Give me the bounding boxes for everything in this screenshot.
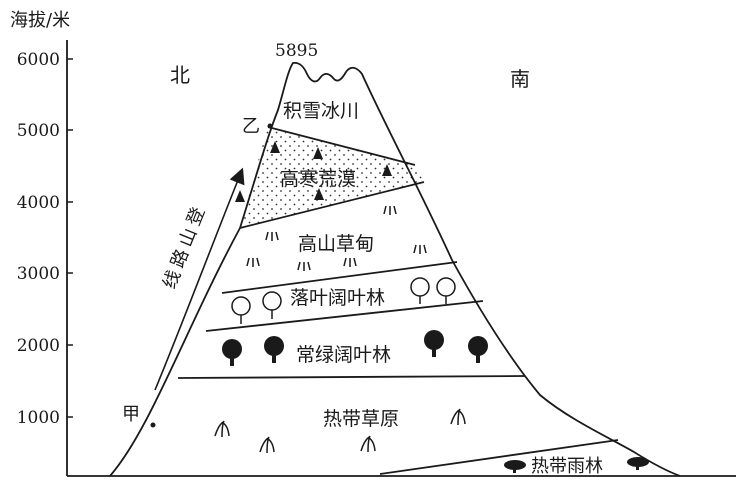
savanna-grass-icons <box>214 408 466 454</box>
zone-label-deciduous-forest: 落叶阔叶林 <box>290 287 385 309</box>
y-axis: 海拔/米 6000 5000 4000 3000 2000 1000 <box>10 10 73 476</box>
zone-label-alpine-meadow: 高山草甸 <box>298 233 374 255</box>
zone-boundaries <box>177 126 619 475</box>
rainforest-tree-icons <box>504 457 649 473</box>
mountain-outline <box>109 61 681 477</box>
zone-label-evergreen-forest: 常绿阔叶林 <box>296 344 391 366</box>
meadow-grass-icons <box>246 205 427 271</box>
y-tick-label: 3000 <box>17 264 60 284</box>
climbing-route-arrow <box>154 167 245 391</box>
svg-text:路: 路 <box>167 246 193 271</box>
deciduous-tree-icons <box>231 277 456 324</box>
y-tick-label: 5000 <box>17 121 60 141</box>
y-tick-label: 2000 <box>17 336 60 356</box>
south-label: 南 <box>510 67 530 91</box>
point-yi-marker <box>267 123 273 129</box>
y-tick-label: 6000 <box>17 50 60 70</box>
point-jia-marker <box>150 422 156 428</box>
svg-text:山: 山 <box>175 225 201 250</box>
point-yi-label: 乙 <box>242 116 260 137</box>
point-jia-label: 甲 <box>122 404 140 425</box>
zone-label-rainforest: 热带雨林 <box>531 456 603 477</box>
zone-label-savanna: 热带草原 <box>323 408 399 430</box>
peak-elevation-label: 5895 <box>275 41 318 61</box>
y-tick-label: 4000 <box>17 193 60 213</box>
climbing-route-label: 登 山 路 线 <box>159 204 209 292</box>
north-label: 北 <box>170 63 190 87</box>
desert-rock-icons <box>235 141 392 202</box>
y-tick-label: 1000 <box>17 408 60 428</box>
zone-label-snow-glacier: 积雪冰川 <box>283 100 359 122</box>
desert-stipple <box>240 128 424 228</box>
evergreen-tree-icons <box>222 330 488 366</box>
svg-text:线: 线 <box>159 267 185 292</box>
svg-text:登: 登 <box>183 204 209 229</box>
y-axis-title: 海拔/米 <box>10 10 70 31</box>
zone-label-alpine-desert: 高寒荒漠 <box>280 168 356 190</box>
